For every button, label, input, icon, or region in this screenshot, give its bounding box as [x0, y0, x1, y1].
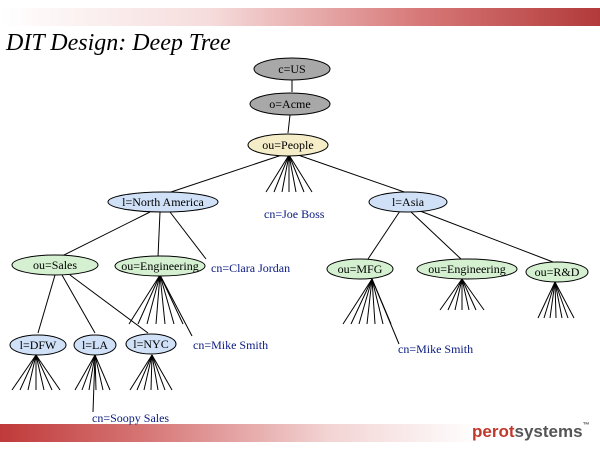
- slide-title: DIT Design: Deep Tree: [6, 30, 231, 56]
- node-ou-engineering-na-label: ou=Engineering: [121, 259, 198, 273]
- node-ou-sales-label: ou=Sales: [33, 258, 77, 272]
- node-ou-rd: ou=R&D: [525, 261, 589, 283]
- top-decorative-band: [0, 8, 600, 26]
- tree-connectors: [11, 80, 575, 413]
- node-c-us-label: c=US: [278, 62, 305, 76]
- bottom-decorative-band: [0, 424, 600, 442]
- node-ou-sales: ou=Sales: [11, 254, 99, 276]
- node-ou-people: ou=People: [247, 133, 329, 157]
- node-l-dfw-label: l=DFW: [20, 338, 57, 352]
- node-ou-mfg: ou=MFG: [326, 258, 394, 280]
- node-o-acme-label: o=Acme: [269, 97, 310, 111]
- node-ou-rd-label: ou=R&D: [535, 265, 580, 279]
- label-cn-mike-smith-asia: cn=Mike Smith: [398, 342, 473, 356]
- node-l-asia: l=Asia: [368, 191, 448, 213]
- node-l-north-america-label: l=North America: [122, 195, 204, 209]
- node-l-dfw: l=DFW: [9, 334, 67, 356]
- label-cn-soopy-sales: cn=Soopy Sales: [92, 411, 169, 425]
- node-l-asia-label: l=Asia: [392, 195, 425, 209]
- node-l-nyc: l=NYC: [125, 333, 177, 355]
- label-cn-clara-jordan: cn=Clara Jordan: [211, 261, 290, 275]
- node-l-la-label: l=LA: [82, 338, 108, 352]
- node-l-nyc-label: l=NYC: [133, 337, 168, 351]
- node-l-north-america: l=North America: [107, 191, 219, 213]
- node-o-acme: o=Acme: [249, 92, 331, 116]
- node-l-la: l=LA: [73, 334, 117, 356]
- node-ou-people-label: ou=People: [262, 138, 313, 152]
- logo-trademark: ™: [582, 422, 590, 429]
- logo-part-systems: systems: [514, 422, 583, 441]
- node-c-us: c=US: [253, 57, 331, 81]
- node-ou-engineering-asia-label: ou=Engineering: [428, 262, 505, 276]
- node-ou-engineering-na: ou=Engineering: [114, 255, 206, 277]
- perotsystems-logo: perotsystems™: [472, 422, 590, 442]
- label-cn-mike-smith-na: cn=Mike Smith: [193, 338, 268, 352]
- label-cn-joe-boss: cn=Joe Boss: [264, 207, 325, 221]
- node-ou-engineering-asia: ou=Engineering: [416, 258, 518, 280]
- logo-part-perot: perot: [472, 422, 515, 441]
- node-ou-mfg-label: ou=MFG: [338, 262, 383, 276]
